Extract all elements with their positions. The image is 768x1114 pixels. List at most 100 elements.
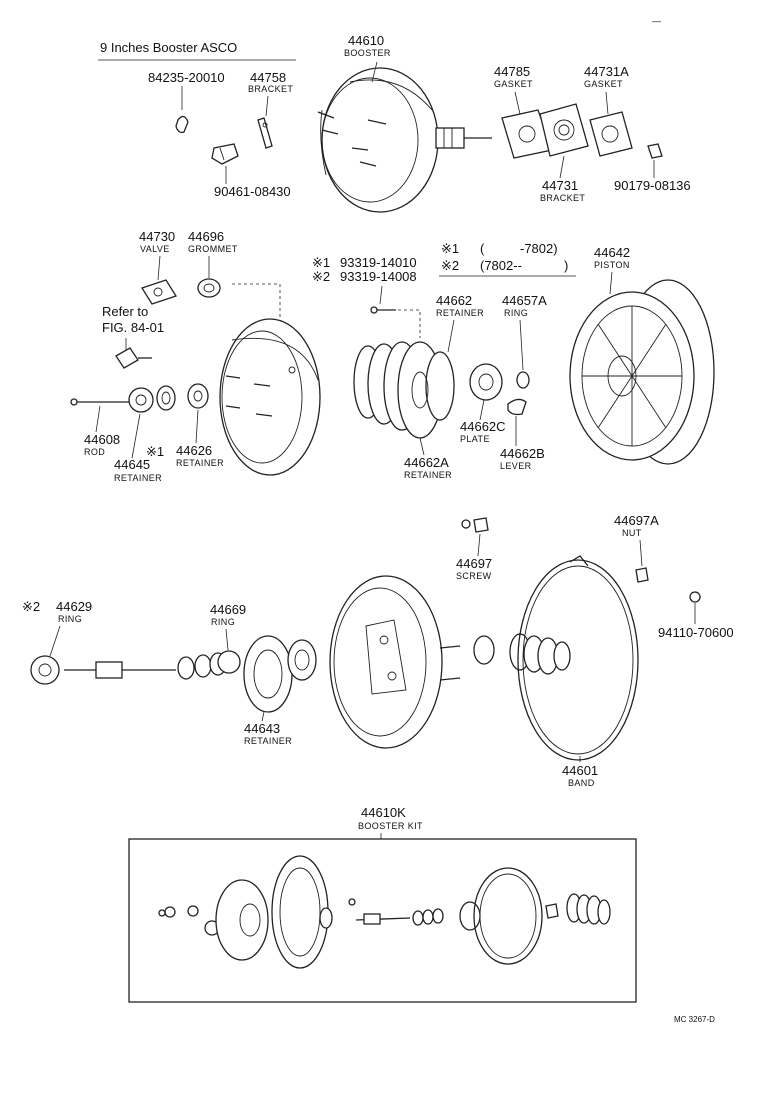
nut-44697A-drawing xyxy=(635,567,649,583)
note-2-value: ) xyxy=(564,258,568,273)
part-number-44642: 44642 xyxy=(594,245,630,260)
part-number-44601: 44601 xyxy=(562,763,598,778)
dashed-leader-93319 xyxy=(398,309,421,338)
part-name-piston: PISTON xyxy=(594,260,630,270)
leader-44662C xyxy=(479,399,485,421)
part-name-booster-kit: BOOSTER KIT xyxy=(358,821,423,831)
boot-and-seal-drawing xyxy=(473,633,571,675)
part-number-44629: 44629 xyxy=(56,599,92,614)
note-2-mark: ※2 xyxy=(441,258,459,273)
part-number-44645: 44645 xyxy=(114,457,150,472)
ring-44657A-drawing xyxy=(516,371,530,389)
part-mark-93319-14010: ※1 xyxy=(312,255,330,270)
part-name-ring-44669: RING xyxy=(211,617,235,627)
leader-44643 xyxy=(261,711,265,722)
part-number-44657A: 44657A xyxy=(502,293,547,308)
leader-44785 xyxy=(514,91,521,115)
part-number-44697A: 44697A xyxy=(614,513,659,528)
leader-44645 xyxy=(131,413,141,459)
part-number-44697: 44697 xyxy=(456,556,492,571)
piston-44642-drawing xyxy=(569,279,715,465)
part-name-valve: VALVE xyxy=(140,244,170,254)
leader-44697A xyxy=(639,539,643,567)
refer-line-1: Refer to xyxy=(102,304,148,319)
part-name-lever: LEVER xyxy=(500,461,532,471)
dashed-leader-grommet xyxy=(232,283,281,322)
part-number-44610: 44610 xyxy=(348,33,384,48)
part-name-nut: NUT xyxy=(622,528,642,538)
part-number-44662C: 44662C xyxy=(460,419,506,434)
part-number-90461-08430: 90461-08430 xyxy=(214,184,291,199)
diagram-code: MC 3267-D xyxy=(674,1015,715,1024)
part-name-band: BAND xyxy=(568,778,595,788)
leader-44657A xyxy=(519,319,524,371)
part-number-44626: 44626 xyxy=(176,443,212,458)
leader-44642 xyxy=(609,271,613,295)
lever-44662B-drawing xyxy=(507,398,527,416)
part-number-44731A: 44731A xyxy=(584,64,629,79)
booster-kit-frame xyxy=(128,838,637,1003)
part-name-booster: BOOSTER xyxy=(344,48,391,58)
push-rod-drawing xyxy=(64,650,241,680)
note-2-paren: (7802-- xyxy=(480,258,522,273)
part-name-rod: ROD xyxy=(84,447,105,457)
leader-44662 xyxy=(447,319,455,353)
retainer-44645-drawing xyxy=(128,385,176,413)
part-number-44696: 44696 xyxy=(188,229,224,244)
refer-line-2: FIG. 84-01 xyxy=(102,320,164,335)
part-number-44662: 44662 xyxy=(436,293,472,308)
part-number-44662A: 44662A xyxy=(404,455,449,470)
gasket-44731A-drawing xyxy=(589,111,633,157)
part-number-93319-14008: 93319-14008 xyxy=(340,269,417,284)
part-number-44730: 44730 xyxy=(139,229,175,244)
corner-mark: — xyxy=(652,16,661,26)
part-number-93319-14010: 93319-14010 xyxy=(340,255,417,270)
snap-ring-44629-drawing xyxy=(30,655,60,685)
part-number-94110-70600: 94110-70600 xyxy=(658,625,734,640)
plate-44662C-drawing xyxy=(469,363,503,401)
nut-94110-drawing xyxy=(689,591,701,603)
nut-90179-drawing xyxy=(647,143,663,159)
part-name-screw: SCREW xyxy=(456,571,492,581)
leader-44758 xyxy=(265,95,269,117)
diagram-title: 9 Inches Booster ASCO xyxy=(100,40,237,55)
part-number-44785: 44785 xyxy=(494,64,530,79)
leader-44662A xyxy=(419,437,425,456)
note-1-paren: ( xyxy=(480,241,485,256)
part-name-plate: PLATE xyxy=(460,434,490,444)
screw-93319-drawing xyxy=(370,306,396,314)
leader-44629 xyxy=(49,625,61,657)
part-number-44608: 44608 xyxy=(84,432,120,447)
leader-44669 xyxy=(225,628,229,651)
part-name-ring-44629: RING xyxy=(58,614,82,624)
grommet-44696-drawing xyxy=(197,278,221,298)
bracket-44731-drawing xyxy=(539,103,589,157)
part-number-44758: 44758 xyxy=(250,70,286,85)
part-number-44643: 44643 xyxy=(244,721,280,736)
part-mark-93319-14008: ※2 xyxy=(312,269,330,284)
booster-shell-drawing xyxy=(317,67,492,213)
retainer-44626-drawing xyxy=(187,383,209,409)
leader-44730 xyxy=(157,255,161,281)
part-name-retainer-44626: RETAINER xyxy=(176,458,224,468)
leader-44626 xyxy=(195,409,199,444)
part-name-ring-44657A: RING xyxy=(504,308,528,318)
part-name-retainer-44662: RETAINER xyxy=(436,308,484,318)
note-1-mark: ※1 xyxy=(441,241,459,256)
clip-drawing xyxy=(175,115,189,134)
diaphragm-stack-drawing xyxy=(353,341,455,439)
leader-44610 xyxy=(371,61,378,83)
part-number-44610K: 44610K xyxy=(361,805,406,820)
leader-44697 xyxy=(477,533,481,557)
booster-kit-drawing xyxy=(158,855,611,969)
check-valve-drawing xyxy=(115,347,152,369)
part-name-bracket: BRACKET xyxy=(248,84,293,94)
part-name-retainer-44643: RETAINER xyxy=(244,736,292,746)
leader-93319 xyxy=(379,285,383,305)
leader-44731A xyxy=(605,91,609,115)
front-shell-drawing xyxy=(219,318,321,476)
part-name-grommet: GROMMET xyxy=(188,244,238,254)
part-number-44669: 44669 xyxy=(210,602,246,617)
part-mark-44629: ※2 xyxy=(22,599,40,614)
